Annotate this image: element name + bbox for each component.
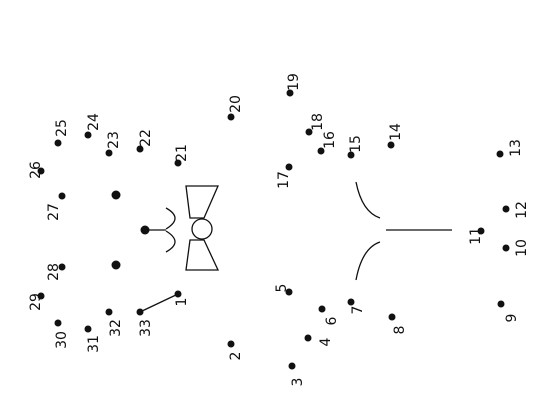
dot-label-29: 29	[28, 293, 44, 311]
dot-6	[318, 305, 326, 313]
dot-19	[286, 89, 294, 97]
dot-29	[37, 292, 45, 300]
dot-label-20: 20	[228, 95, 244, 113]
bow-tie-lower-wing	[185, 239, 220, 271]
dot-label-22: 22	[138, 129, 154, 147]
dot-label-9: 9	[504, 314, 520, 323]
dot-3	[288, 362, 296, 370]
dot-label-1: 1	[174, 298, 190, 307]
dot-20	[227, 113, 235, 121]
nose-drawing	[140, 207, 176, 253]
whisker-upper	[165, 207, 176, 230]
dot-label-32: 32	[108, 319, 124, 337]
dot-label-13: 13	[508, 139, 524, 157]
dot-label-33: 33	[138, 319, 154, 337]
dot-label-2: 2	[228, 352, 244, 361]
dot-15	[347, 151, 355, 159]
eye-dot-upper	[111, 190, 121, 200]
dot-27	[58, 192, 66, 200]
dot-label-6: 6	[324, 316, 340, 325]
dot-24	[84, 131, 92, 139]
dot-30	[54, 319, 62, 327]
dot-25	[54, 139, 62, 147]
eye-dot-lower	[111, 260, 121, 270]
dot-label-30: 30	[54, 331, 70, 349]
dot-5	[285, 288, 293, 296]
dot-label-21: 21	[174, 144, 190, 162]
dot-7	[347, 298, 355, 306]
dot-1	[174, 290, 182, 298]
dot-label-14: 14	[388, 123, 404, 141]
dot-label-25: 25	[54, 119, 70, 137]
bow-tie-upper-wing	[185, 185, 219, 219]
dot-33	[136, 308, 144, 316]
dot-32	[105, 308, 113, 316]
dot-11	[477, 227, 485, 235]
dot-label-18: 18	[310, 113, 326, 131]
leg-curve-lower	[355, 241, 381, 281]
dot-label-12: 12	[514, 201, 530, 219]
dot-14	[387, 141, 395, 149]
dot-label-15: 15	[348, 135, 364, 153]
starter-line-segment	[139, 293, 179, 313]
nose-dot	[140, 225, 150, 235]
dot-label-26: 26	[28, 161, 44, 179]
dot-8	[388, 313, 396, 321]
dot-9	[497, 300, 505, 308]
leg-curve-upper	[355, 181, 381, 219]
dot-31	[84, 325, 92, 333]
dot-label-24: 24	[86, 113, 102, 131]
leg-lines	[355, 181, 452, 281]
dot-23	[105, 149, 113, 157]
dot-label-31: 31	[86, 335, 102, 353]
dot-label-16: 16	[322, 131, 338, 149]
dot-10	[502, 244, 510, 252]
dot-label-8: 8	[392, 326, 408, 335]
dot-label-4: 4	[318, 337, 334, 346]
dot-4	[304, 334, 312, 342]
dot-2	[227, 340, 235, 348]
dot-label-10: 10	[514, 239, 530, 257]
dot-label-11: 11	[468, 227, 484, 245]
dot-26	[37, 167, 45, 175]
dot-label-7: 7	[350, 306, 366, 315]
dot-22	[136, 145, 144, 153]
dot-13	[496, 150, 504, 158]
dot-12	[502, 205, 510, 213]
dot-17	[285, 163, 293, 171]
whisker-lower	[165, 230, 176, 253]
bow-tie-drawing	[185, 185, 220, 271]
dot-label-28: 28	[46, 263, 62, 281]
dot-label-5: 5	[274, 284, 290, 293]
numbered-dots: 1234567891011121314151617181920212223242…	[28, 73, 530, 386]
bow-tie-knot	[191, 218, 213, 240]
dot-16	[317, 147, 325, 155]
dot-label-17: 17	[276, 171, 292, 189]
dot-label-23: 23	[106, 131, 122, 149]
dot-label-19: 19	[286, 73, 302, 91]
dot-18	[305, 128, 313, 136]
dot-label-3: 3	[290, 378, 306, 387]
dot-label-27: 27	[46, 203, 62, 221]
dot-28	[58, 263, 66, 271]
dot-21	[174, 159, 182, 167]
